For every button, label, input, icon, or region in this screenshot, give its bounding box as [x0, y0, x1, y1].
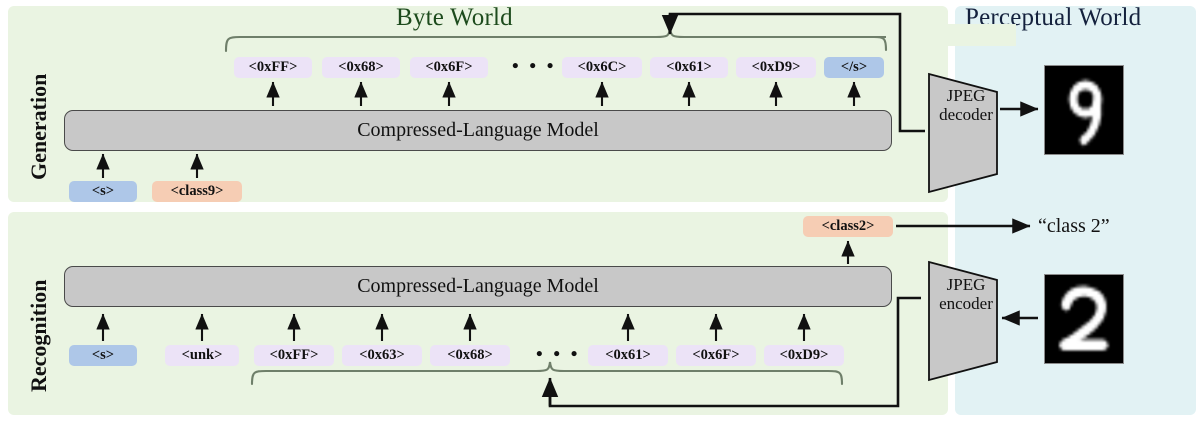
- jpeg-encoder-label-line2: encoder: [939, 294, 993, 314]
- recognition-panel: [8, 212, 948, 415]
- jpeg-decoder-label-line1: JPEG: [946, 86, 986, 105]
- gen-output-token-5[interactable]: <0xD9>: [736, 57, 816, 78]
- gen-input-token-class[interactable]: <class9>: [152, 181, 242, 202]
- gen-input-token-bos[interactable]: <s>: [69, 181, 137, 202]
- jpeg-encoder-label: JPEG encoder: [926, 275, 1006, 313]
- recognition-result-text: “class 2”: [1038, 215, 1110, 237]
- generation-row-label: Generation: [26, 73, 51, 180]
- rec-input-token-7[interactable]: <0xD9>: [764, 345, 844, 366]
- gen-output-token-3[interactable]: <0x6C>: [562, 57, 642, 78]
- gen-output-token-1[interactable]: <0x68>: [322, 57, 400, 78]
- mnist-image-digit-2: [1044, 274, 1124, 364]
- byte-world-title: Byte World: [396, 4, 513, 31]
- rec-input-token-6[interactable]: <0x6F>: [676, 345, 756, 366]
- jpeg-decoder-label-line2: decoder: [939, 105, 993, 125]
- jpeg-encoder-label-line1: JPEG: [946, 275, 986, 294]
- jpeg-decoder-label: JPEG decoder: [926, 86, 1006, 124]
- gen-output-token-0[interactable]: <0xFF>: [234, 57, 312, 78]
- rec-input-token-3[interactable]: <0x63>: [342, 345, 422, 366]
- gen-output-token-2[interactable]: <0x6F>: [410, 57, 488, 78]
- rec-input-token-5[interactable]: <0x61>: [588, 345, 668, 366]
- generation-panel: [8, 6, 948, 202]
- rec-input-token-2[interactable]: <0xFF>: [254, 345, 334, 366]
- generation-compressed-language-model: Compressed-Language Model: [64, 110, 892, 151]
- perceptual-world-title: Perceptual World: [965, 4, 1142, 31]
- gen-output-token-4[interactable]: <0x61>: [650, 57, 728, 78]
- rec-input-token-4[interactable]: <0x68>: [430, 345, 510, 366]
- gen-output-ellipsis: • • •: [512, 56, 557, 77]
- recognition-row-label: Recognition: [26, 279, 51, 392]
- mnist-image-digit-9: [1044, 65, 1124, 155]
- rec-input-ellipsis: • • •: [536, 344, 581, 365]
- rec-input-token-bos[interactable]: <s>: [69, 345, 137, 366]
- rec-output-token-class[interactable]: <class2>: [803, 216, 893, 237]
- gen-output-token-eos[interactable]: </s>: [824, 57, 884, 78]
- recognition-compressed-language-model: Compressed-Language Model: [64, 266, 892, 307]
- rec-input-token-unk[interactable]: <unk>: [165, 345, 239, 366]
